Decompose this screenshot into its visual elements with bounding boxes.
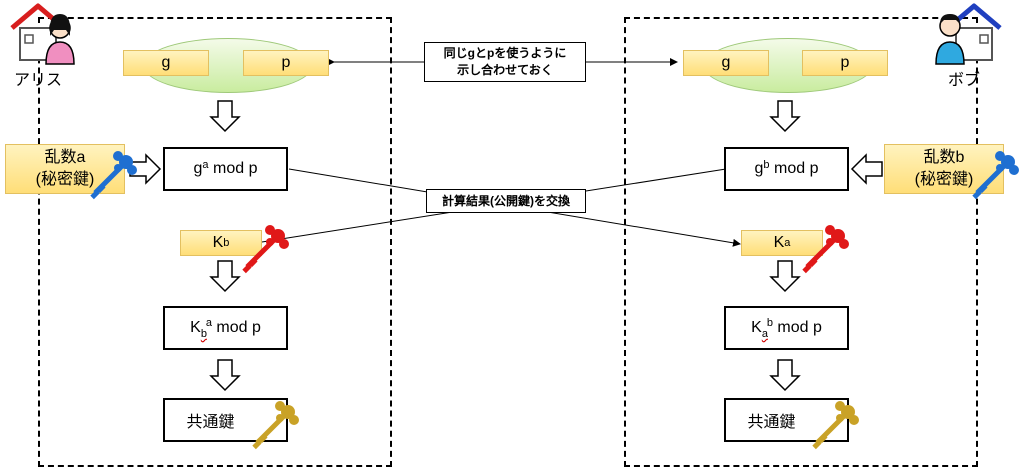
share-note: 同じgとpを使うように 示し合わせておく bbox=[424, 42, 586, 82]
bob-secret-line2: (秘密鍵) bbox=[914, 171, 974, 188]
alice-region bbox=[38, 17, 392, 467]
key-icon bbox=[252, 401, 299, 450]
down-arrow bbox=[209, 100, 241, 133]
alice-calc-sub: b bbox=[200, 328, 207, 340]
alice-pub-rest: mod p bbox=[208, 160, 258, 177]
alice-name: アリス bbox=[14, 72, 63, 89]
alice-recv-base: K bbox=[212, 234, 224, 251]
down-arrow bbox=[769, 359, 801, 392]
key-icon bbox=[812, 401, 859, 450]
bob-recv-base: K bbox=[773, 234, 785, 251]
bob-secret-key: 乱数b (秘密鍵) bbox=[884, 144, 1004, 194]
alice-p-label: p bbox=[243, 50, 329, 76]
bob-p-label: p bbox=[802, 50, 888, 76]
alice-pub-base: g bbox=[193, 160, 203, 177]
alice-calc-rest: mod p bbox=[211, 319, 261, 336]
right-arrow bbox=[129, 153, 162, 185]
alice-recv-sub: b bbox=[223, 237, 230, 249]
key-icon bbox=[802, 225, 849, 274]
left-arrow bbox=[850, 153, 883, 185]
down-arrow bbox=[209, 260, 241, 293]
bob-pub-rest: mod p bbox=[769, 160, 819, 177]
bob-region bbox=[624, 17, 978, 467]
bob-name: ボブ bbox=[948, 72, 981, 89]
down-arrow bbox=[209, 359, 241, 392]
alice-secret-line1: 乱数a bbox=[44, 149, 86, 166]
share-note-line1: 同じgとpを使うように bbox=[443, 46, 567, 60]
alice-pub-exp: a bbox=[202, 159, 209, 171]
bob-calc-rest: mod p bbox=[772, 319, 822, 336]
alice-g-label: g bbox=[123, 50, 209, 76]
bob-calc-sub: a bbox=[761, 328, 768, 340]
key-icon bbox=[242, 225, 289, 274]
bob-house-icon bbox=[935, 3, 1002, 65]
bob-secret-line1: 乱数b bbox=[923, 149, 965, 166]
bob-pub-base: g bbox=[754, 160, 764, 177]
down-arrow bbox=[769, 260, 801, 293]
exchange-note-text: 計算結果(公開鍵)を交換 bbox=[442, 193, 570, 208]
bob-pub-exp: b bbox=[763, 159, 770, 171]
bob-g-label: g bbox=[683, 50, 769, 76]
key-icon bbox=[90, 151, 137, 200]
bob-recv-sub: a bbox=[784, 237, 791, 249]
share-note-line2: 示し合わせておく bbox=[457, 63, 553, 77]
bob-calc-exp: b bbox=[766, 317, 773, 329]
key-icon bbox=[972, 151, 1019, 200]
exchange-note: 計算結果(公開鍵)を交換 bbox=[426, 189, 586, 213]
alice-secret-key: 乱数a (秘密鍵) bbox=[5, 144, 125, 194]
alice-calc-base: K bbox=[190, 319, 201, 336]
down-arrow bbox=[769, 100, 801, 133]
alice-house-icon bbox=[10, 3, 75, 65]
alice-secret-line2: (秘密鍵) bbox=[35, 171, 95, 188]
alice-calc-exp: a bbox=[205, 317, 212, 329]
bob-calc-base: K bbox=[751, 319, 762, 336]
